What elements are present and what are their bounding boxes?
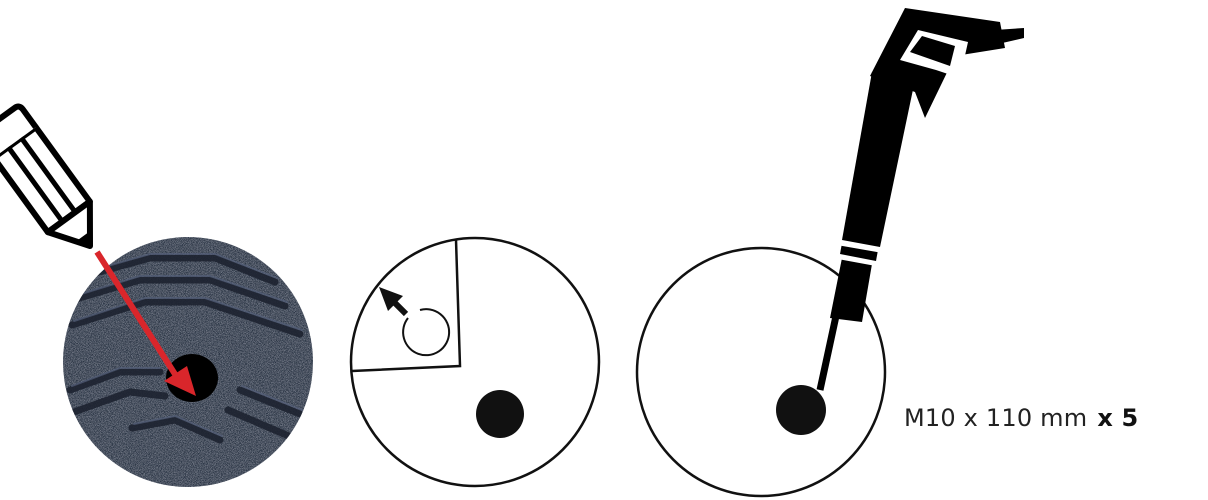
step-mark-panel [0, 105, 320, 495]
step-rotate-circle [351, 238, 599, 486]
fastener-quantity: x 5 [1097, 404, 1138, 432]
hole-marker [476, 390, 524, 438]
drill-hole-marker [776, 385, 826, 435]
fastener-spec-label: M10 x 110 mm x 5 [904, 404, 1138, 432]
mat-photo [60, 235, 320, 495]
step-rotate-panel [351, 238, 599, 486]
fastener-spec: M10 x 110 mm [904, 404, 1087, 432]
pencil-icon [0, 105, 111, 262]
